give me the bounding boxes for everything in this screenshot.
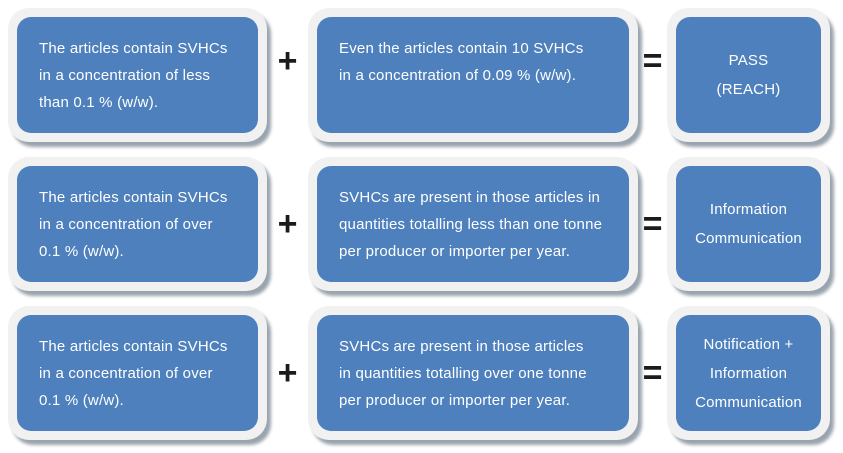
condition-line: in a concentration of less [39,66,211,84]
quantity-box: Even the articles contain 10 SVHCs in a … [308,8,638,142]
quantity-text: SVHCs are present in those articles in q… [317,166,629,282]
plus-sign: + [277,353,298,392]
plus-sign: + [277,41,298,80]
quantity-text: SVHCs are present in those articles in q… [317,315,629,431]
quantity-text: Even the articles contain 10 SVHCs in a … [317,17,629,133]
equals-operator: = [638,8,667,142]
condition-line: The articles contain SVHCs [39,188,228,206]
result-box: PASS (REACH) [667,8,830,142]
result-text: PASS (REACH) [676,17,821,133]
condition-text: The articles contain SVHCs in a concentr… [17,166,258,282]
result-line: Communication [695,393,802,411]
condition-line: The articles contain SVHCs [39,39,228,57]
result-line: Information [709,201,788,218]
condition-line: The articles contain SVHCs [39,337,228,355]
quantity-line: SVHCs are present in those articles [339,337,584,355]
equals-sign: = [642,204,663,243]
condition-line: 0.1 % (w/w). [39,242,124,260]
quantity-line: Even the articles contain 10 SVHCs [339,40,584,57]
equals-operator: = [638,157,667,291]
plus-operator: + [267,306,308,440]
condition-line: in a concentration of over [39,364,213,382]
quantity-box: SVHCs are present in those articles in q… [308,306,638,440]
condition-box: The articles contain SVHCs in a concentr… [8,306,267,440]
condition-box: The articles contain SVHCs in a concentr… [8,8,267,142]
result-line: Information [709,364,788,382]
condition-text: The articles contain SVHCs in a concentr… [17,17,258,133]
quantity-line: per producer or importer per year. [339,391,571,409]
quantity-line: SVHCs are present in those articles in [339,188,601,206]
condition-box: The articles contain SVHCs in a concentr… [8,157,267,291]
quantity-line: quantities totalling less than one tonne [339,215,603,233]
plus-operator: + [267,157,308,291]
condition-line: in a concentration of over [39,215,213,233]
result-box: Notification + Information Communication [667,306,830,440]
quantity-box: SVHCs are present in those articles in q… [308,157,638,291]
equals-operator: = [638,306,667,440]
result-line: (REACH) [716,81,781,98]
result-line: Communication [695,230,802,247]
plus-sign: + [277,204,298,243]
condition-text: The articles contain SVHCs in a concentr… [17,315,258,431]
result-line: PASS [728,52,769,69]
condition-line: 0.1 % (w/w). [39,391,124,409]
plus-operator: + [267,8,308,142]
rule-row-pass: The articles contain SVHCs in a concentr… [8,8,830,142]
quantity-line: in quantities totalling over one tonne [339,364,587,382]
result-line: Notification + [703,335,794,353]
rule-row-communication: The articles contain SVHCs in a concentr… [8,157,830,291]
equals-sign: = [642,353,663,392]
quantity-line: in a concentration of 0.09 % (w/w). [339,67,577,84]
rule-row-notification: The articles contain SVHCs in a concentr… [8,306,830,440]
quantity-line: per producer or importer per year. [339,242,571,260]
result-text: Information Communication [676,166,821,282]
result-text: Notification + Information Communication [676,315,821,431]
result-box: Information Communication [667,157,830,291]
condition-line: than 0.1 % (w/w). [39,93,159,111]
equals-sign: = [642,41,663,80]
